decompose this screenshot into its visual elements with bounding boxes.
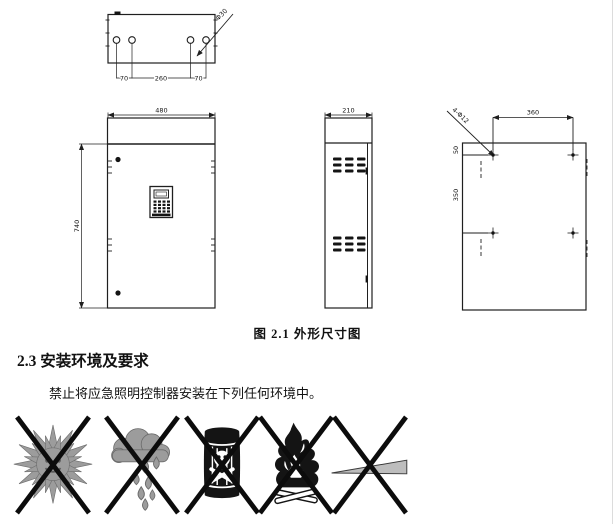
prohibition-cross [332,415,408,515]
side-view-drawing: 210 [324,105,373,309]
dim-label-360: 360 [527,109,539,117]
control-panel [149,185,174,219]
mounting-view-drawing: 360 50 350 4-Φ12 [446,106,588,311]
no-open-flame-icon [258,415,334,515]
dim-label-50: 50 [452,146,460,154]
front-edge-ticks [108,160,215,252]
prohibition-cross [258,415,334,515]
dim-label-350: 350 [452,189,460,201]
prohibition-cross [184,415,260,515]
section-heading: 2.3 安装环境及要求 [17,353,149,370]
no-sunlight-icon [13,415,93,515]
prohibition-icons-row [13,412,413,518]
dim-label-70-left: 70 [120,74,128,82]
door-lock-top [115,156,121,163]
centerline-dashes [480,159,588,258]
prohibition-cross [104,415,180,515]
top-view-drawing: 70 260 70 Φ30 [105,7,234,84]
figure-caption: 图 2.1 外形尺寸图 [253,327,362,341]
dim-label-hole-diameter: Φ30 [214,7,229,22]
panel-display [153,189,169,199]
panel-keys [152,200,171,217]
no-tilt-icon [331,415,408,515]
door-lock-bottom [115,290,121,296]
body-text: 禁止将应急照明控制器安装在下列任何环境中。 [49,386,323,401]
dim-label-260: 260 [155,74,167,82]
vent-louvers-bottom [333,236,366,252]
top-view-knockout [114,11,121,15]
dim-label-210: 210 [342,107,354,115]
cloud-shape [111,428,170,463]
prohibition-cross [15,415,91,515]
dim-label-70-right: 70 [194,74,202,82]
dimension-drawings-figure: 70 260 70 Φ30 480 740 [73,7,588,311]
mounting-holes [487,149,579,239]
dim-label-holes: 4-Φ12 [450,106,470,125]
dim-label-740: 740 [73,220,81,232]
dim-label-480: 480 [155,107,167,115]
front-view-drawing: 480 740 [73,105,216,309]
no-rain-icon [104,415,180,515]
no-explosives-icon [184,415,260,515]
page-edge-line [612,0,613,524]
vent-louvers-top [333,157,366,173]
